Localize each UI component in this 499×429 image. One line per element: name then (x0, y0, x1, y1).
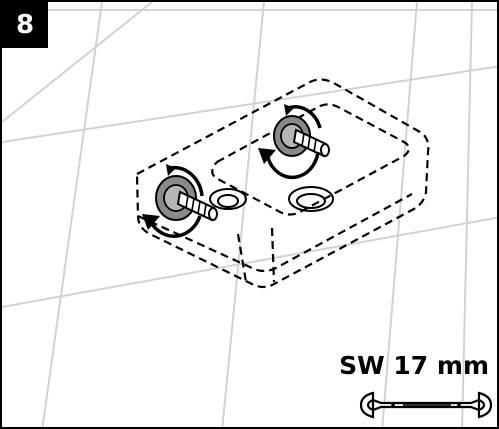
open-end-wrench-icon (359, 391, 493, 419)
left-threaded-stud (155, 175, 218, 222)
rotation-arrow-right (258, 104, 322, 180)
mounting-holes (209, 186, 334, 212)
right-threaded-stud (273, 115, 330, 158)
rotation-arrow-left (142, 164, 204, 238)
bracket-outline (135, 78, 430, 289)
step-number-badge: 8 (2, 2, 48, 48)
wrench-size-label: SW 17 mm (339, 351, 489, 380)
